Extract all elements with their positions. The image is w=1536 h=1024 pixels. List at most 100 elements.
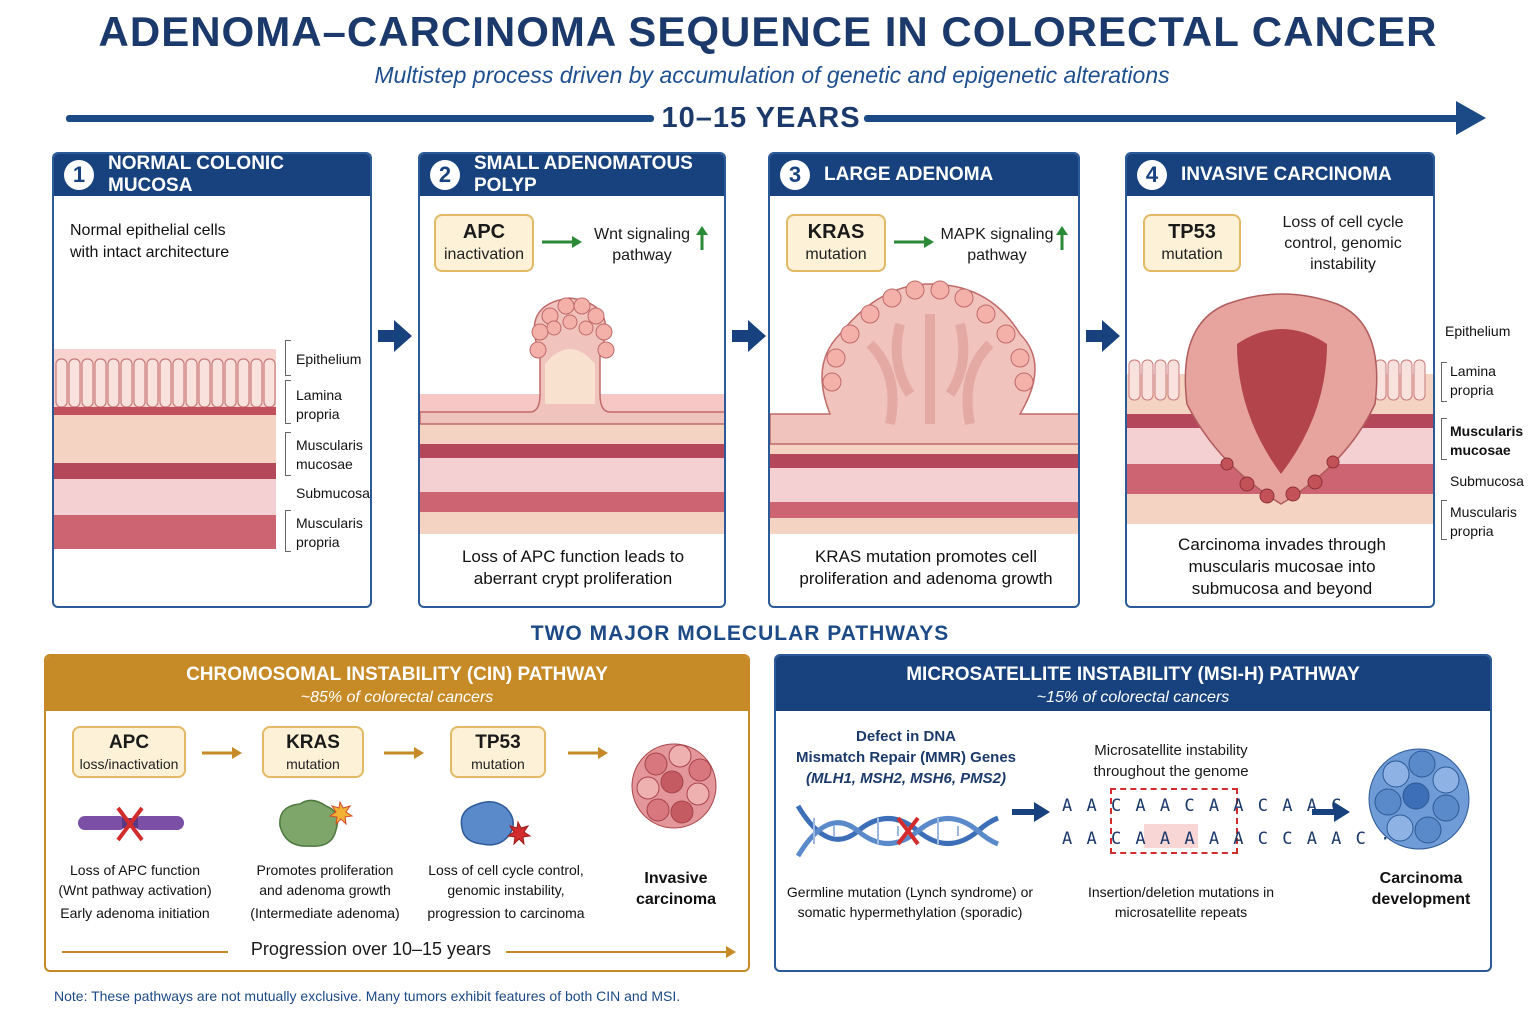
stage-3-number: 3 [780,160,810,190]
stage-1-title: NORMAL COLONIC MUCOSA [108,153,284,196]
msi-indel-desc: Insertion/deletion mutations in microsat… [1088,884,1274,920]
cin-apc-desc-line2: (Wnt pathway activation) [58,882,212,898]
layer-label-muscularis-mucosae-4: Muscularis mucosae [1450,423,1524,458]
cin-tp53-desc: Loss of cell cycle control, genomic inst… [416,860,596,923]
insertion-highlight [1144,824,1198,848]
microsatellite-highlight-box [1110,788,1238,854]
gene-name-apc: APC [462,221,506,243]
cin-kras-desc: Promotes proliferation and adenoma growt… [240,860,410,923]
timeline-arrow: 10–15 YEARS [66,100,1486,140]
msi-pathway-panel: MICROSATELLITE INSTABILITY (MSI-H) PATHW… [774,654,1492,972]
gene-box-tp53: TP53 mutation [1143,214,1241,272]
mmr-defect-line1: Defect in DNA [855,728,956,745]
layer-label-muscularis-mucosae: Muscularis mucosae [296,437,363,472]
cin-header: CHROMOSOMAL INSTABILITY (CIN) PATHWAY ~8… [46,656,748,711]
gene-box-apc: APC inactivation [434,214,534,272]
bracket-lamina-4 [1441,362,1447,402]
layer-label-epithelium: Epithelium [296,351,362,367]
cin-gene-box-tp53: TP53 mutation [450,726,546,778]
dna-sequence-mutated: A A C A A A A A C C A A C ··· [1062,829,1417,849]
cin-end-label: Invasive carcinoma [635,870,717,908]
bracket-muscularis-mucosae-4 [1441,418,1447,460]
msi-title: MICROSATELLITE INSTABILITY (MSI-H) PATHW… [906,664,1360,685]
green-arrow-icon [894,236,934,248]
cin-progression: Progression over 10–15 years [250,939,492,959]
dna-helix-icon [795,804,999,858]
stage-1-intro: Normal epithelial cells with intact arch… [70,222,230,261]
cin-gene-apc: APC [108,732,150,753]
stage-arrow-1 [378,320,412,352]
cin-gene-sub-tp53: mutation [471,756,525,772]
gene-sub-tp53: mutation [1161,246,1223,263]
tp53-protein-icon [460,801,532,846]
bracket-muscularis-mucosae [285,432,291,476]
cin-apc-desc: Loss of APC function (Wnt pathway activa… [50,860,220,923]
gene-sub-apc: inactivation [443,246,525,263]
carcinoma-blue-cluster-icon [1368,748,1470,850]
green-arrow-icon [542,236,582,248]
stage-2-title: SMALL ADENOMATOUS POLYP [474,153,693,196]
stage-3-header: 3 LARGE ADENOMA [770,154,1078,196]
carcinoma-cluster-icon [631,743,717,829]
stage-4-number: 4 [1137,160,1167,190]
stage-2-panel: 2 SMALL ADENOMATOUS POLYP APC inactivati… [418,152,726,608]
signal-text-mapk: MAPK signaling pathway [940,226,1054,264]
cin-tp53-desc-line3: progression to carcinoma [427,905,585,921]
stage-4-title: INVASIVE CARCINOMA [1181,164,1392,185]
layer-label-submucosa-4: Submucosa [1450,473,1524,489]
cin-subtitle: ~85% of colorectal cancers [300,689,494,706]
stage-1-header: 1 NORMAL COLONIC MUCOSA [54,154,370,196]
stage-3-title: LARGE ADENOMA [824,164,994,185]
cin-tp53-desc-line1: Loss of cell cycle control, [428,862,584,878]
orange-arrow-icon [568,747,608,759]
page-title: ADENOMA–CARCINOMA SEQUENCE IN COLORECTAL… [98,8,1438,55]
msi-arrow-2 [1312,802,1350,822]
stage-arrow-2 [732,320,766,352]
msi-header: MICROSATELLITE INSTABILITY (MSI-H) PATHW… [776,656,1490,711]
cin-gene-sub-kras: mutation [286,756,340,772]
footnote: Note: These pathways are not mutually ex… [54,988,681,1004]
mmr-defect-genes: (MLH1, MSH2, MSH6, PMS2) [805,770,1007,787]
bracket-lamina [285,380,291,424]
progression-arrow-icon [506,946,736,958]
layer-label-muscularis-propria: Muscularis propria [296,515,363,550]
stage-3-panel: 3 LARGE ADENOMA KRAS mutation MAPK signa… [768,152,1080,608]
invasive-carcinoma-illustration [1127,293,1433,524]
up-arrow-icon [1056,226,1068,250]
page-subtitle: Multistep process driven by accumulation… [374,62,1170,88]
up-arrow-icon [696,226,708,250]
layer-label-submucosa: Submucosa [296,485,370,501]
orange-arrow-icon [202,747,242,759]
msi-instability-label: Microsatellite instability throughout th… [1093,742,1249,780]
layer-label-lamina-4: Lamina propria [1450,363,1496,398]
msi-end-label: Carcinoma development [1371,870,1471,908]
dna-sequence-normal: A A C A A C A A C A A C [1062,796,1344,816]
stage-3-desc: KRAS mutation promotes cell proliferatio… [799,547,1053,588]
small-polyp-illustration [420,297,724,534]
kras-protein-icon [279,799,354,847]
timeline-line-left [66,115,654,122]
orange-arrow-icon [384,747,424,759]
bracket-epithelium [285,340,291,376]
layer-label-epithelium-4: Epithelium [1445,323,1511,339]
gene-sub-kras: mutation [805,246,867,263]
cin-gene-tp53: TP53 [475,732,521,753]
msi-subtitle: ~15% of colorectal cancers [1036,689,1230,706]
stage-2-header: 2 SMALL ADENOMATOUS POLYP [420,154,724,196]
layer-label-lamina: Lamina propria [296,387,342,422]
stage-1-panel: 1 NORMAL COLONIC MUCOSA Normal epithelia… [52,152,372,608]
cin-title: CHROMOSOMAL INSTABILITY (CIN) PATHWAY [186,664,608,685]
cin-gene-box-kras: KRAS mutation [262,726,364,778]
gene-box-kras: KRAS mutation [786,214,886,272]
cin-gene-kras: KRAS [286,732,340,753]
stage-1-number: 1 [64,160,94,190]
timeline-line-right [864,115,1460,122]
timeline-arrowhead [1456,101,1486,135]
cin-apc-desc-line1: Loss of APC function [70,862,200,878]
cin-kras-desc-line2: and adenoma growth [259,882,391,898]
signal-text-wnt: Wnt signaling pathway [593,226,691,264]
pathways-title: TWO MAJOR MOLECULAR PATHWAYS [530,622,950,645]
timeline-label: 10–15 YEARS [661,102,861,134]
mmr-defect-line2: Mismatch Repair (MMR) Genes [795,749,1017,766]
layer-label-muscularis-propria-4: Muscularis propria [1450,504,1517,539]
